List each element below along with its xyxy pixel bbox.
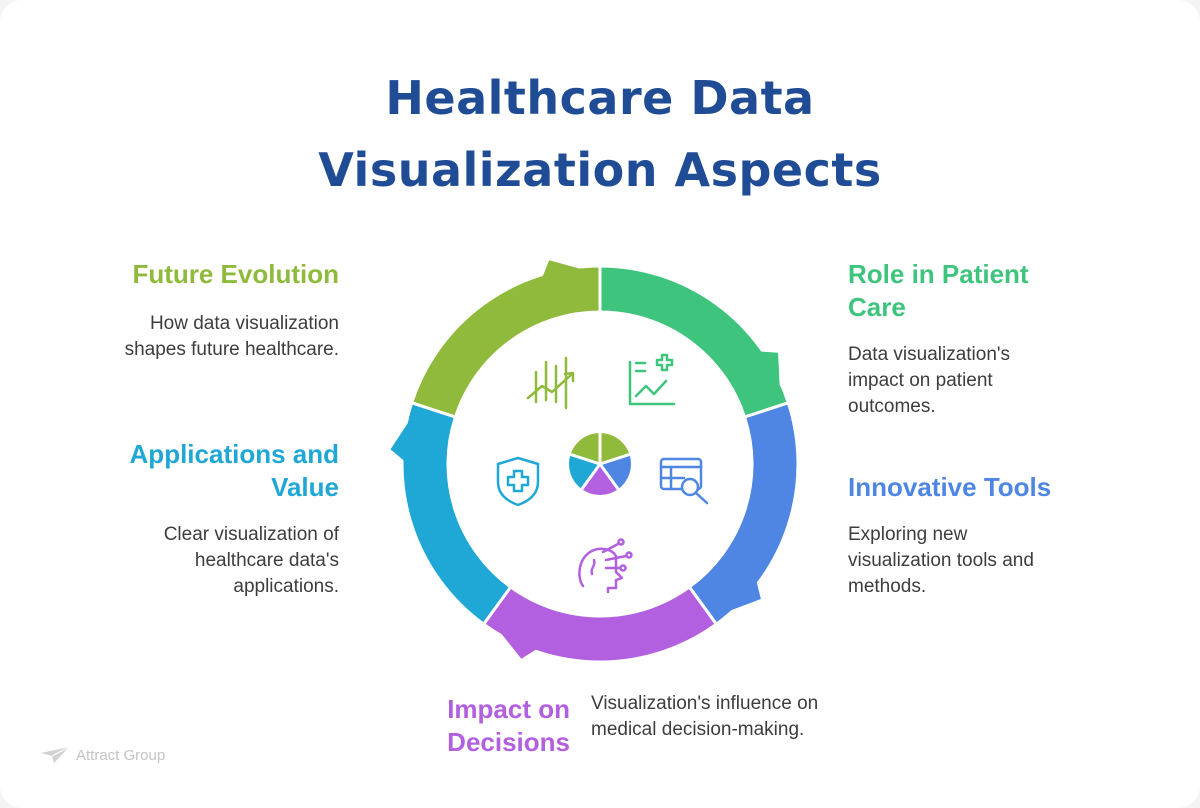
- medical-chart-icon: [628, 353, 676, 406]
- role-in-patient-care-heading: Role in Patient Care: [848, 259, 1029, 322]
- medical-shield-icon: [496, 456, 540, 507]
- future-evolution-heading: Future Evolution: [132, 259, 339, 289]
- pie-chart-icon: [568, 433, 632, 496]
- innovative-tools-description: Exploring new visualization tools and me…: [848, 524, 1034, 597]
- impact-on-decisions-description: Visualization's influence on medical dec…: [591, 693, 819, 740]
- brain-circuit-icon: [578, 538, 633, 594]
- ring-segment-role: [598, 264, 791, 419]
- paper-plane-icon: [41, 746, 70, 763]
- ring-arrow-future: [540, 260, 587, 282]
- applications-and-value-heading: Applications and Value: [129, 439, 339, 502]
- ring-arrow-role: [755, 351, 780, 392]
- applications-and-value-description: Clear visualization of healthcare data's…: [163, 524, 339, 597]
- ring-arrow-impact: [497, 628, 541, 659]
- ring-arrow-tools: [724, 576, 761, 613]
- trend-chart-icon: [526, 356, 575, 410]
- logo-text: Attract Group: [76, 746, 166, 764]
- innovative-tools-heading: Innovative Tools: [848, 472, 1052, 502]
- attract-group-logo: Attract Group: [40, 745, 165, 765]
- ring-segment-apps: [400, 400, 513, 627]
- table-search-icon: [659, 457, 709, 505]
- ring-segment-future: [409, 264, 602, 419]
- impact-on-decisions-heading: Impact on Decisions: [447, 694, 570, 757]
- role-in-patient-care-description: Data visualization's impact on patient o…: [848, 344, 1011, 417]
- page-title: Healthcare Data Visualization Aspects: [0, 62, 1200, 206]
- title-line-1: Healthcare Data: [385, 71, 815, 125]
- future-evolution-description: How data visualization shapes future hea…: [124, 313, 339, 360]
- ring-arrow-apps: [390, 417, 412, 464]
- title-line-2: Visualization Aspects: [318, 143, 882, 197]
